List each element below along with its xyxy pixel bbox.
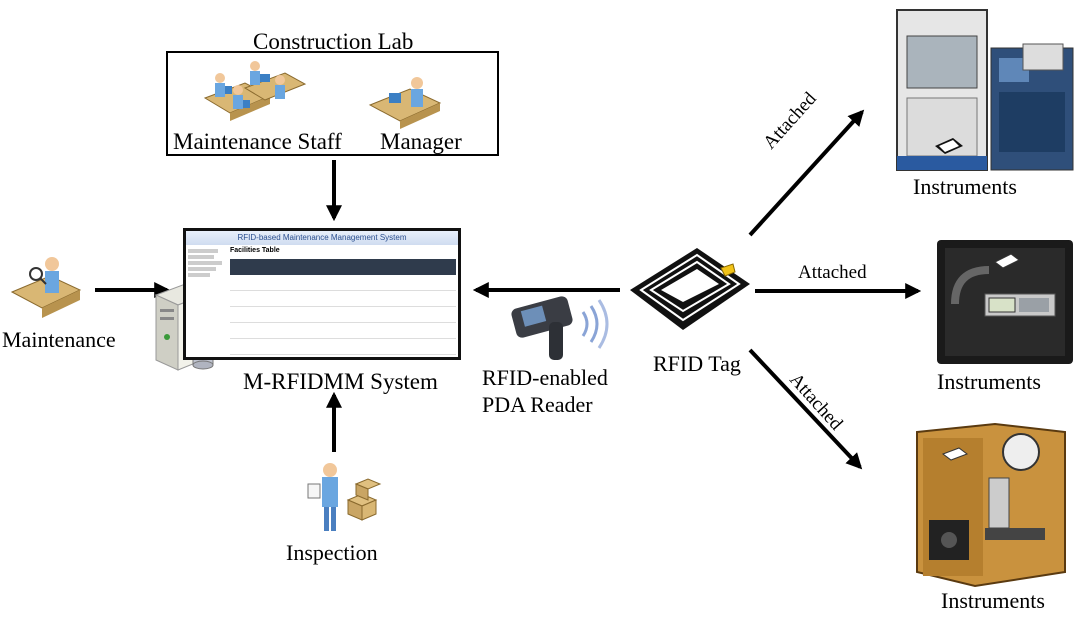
pda-reader-icon <box>511 296 609 360</box>
screen-table <box>230 259 456 357</box>
maintenance-staff-icon <box>203 61 307 121</box>
rfid-tag-label: RFID Tag <box>653 351 741 376</box>
instrument-label-3: Instruments <box>941 588 1045 613</box>
lab-title: Construction Lab <box>253 29 414 54</box>
screen-table-title: Facilities Table <box>230 247 280 254</box>
inspection-icon <box>307 463 382 531</box>
instrument-micrometer-icon <box>937 240 1073 364</box>
maintenance-icon <box>10 257 82 318</box>
manager-label: Manager <box>380 129 462 154</box>
maintenance-staff-label: Maintenance Staff <box>173 129 342 154</box>
system-screenshot: RFID-based Maintenance Management System… <box>183 228 461 360</box>
arrow-tag-to-instrument-3 <box>748 348 863 470</box>
instrument-label-1: Instruments <box>913 174 1017 199</box>
reader-label-line1: RFID-enabled <box>482 365 608 390</box>
attached-label-2: Attached <box>798 262 867 283</box>
instrument-tester-icon <box>916 422 1066 588</box>
screen-title: RFID-based Maintenance Management System <box>186 231 458 245</box>
inspection-label: Inspection <box>286 540 378 565</box>
maintenance-label: Maintenance <box>2 327 116 352</box>
instrument-machine-icon <box>896 9 1074 171</box>
arrow-tag-to-instrument-1 <box>748 109 865 237</box>
screen-sidebar <box>188 247 226 279</box>
manager-icon <box>368 77 442 129</box>
rfid-tag-icon <box>630 248 750 330</box>
lab-box <box>166 51 499 156</box>
instrument-label-2: Instruments <box>937 369 1041 394</box>
reader-label-line2: PDA Reader <box>482 392 593 417</box>
system-label: M-RFIDMM System <box>243 369 438 394</box>
